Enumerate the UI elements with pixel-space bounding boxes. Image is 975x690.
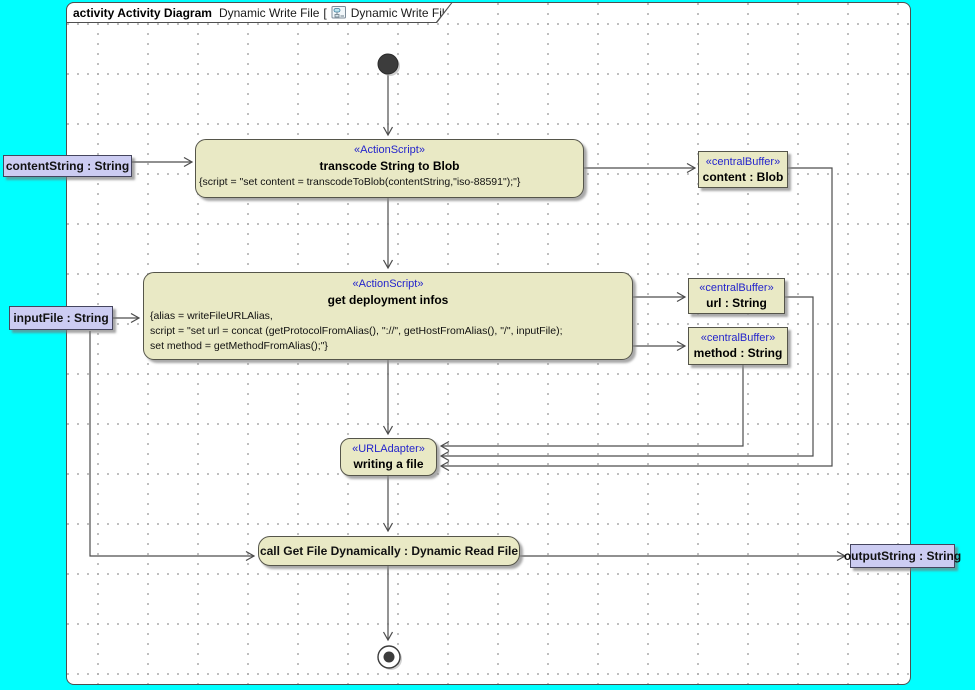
stereotype-label: «centralBuffer» [705,155,781,168]
bracket-open: [ [323,5,327,20]
parameter-label: contentString : String [5,159,130,173]
parameter-inputfile[interactable]: inputFile : String [9,306,113,330]
action-get-deployment-infos[interactable]: «ActionScript» get deployment infos {ali… [143,272,633,360]
central-buffer-content-blob[interactable]: «centralBuffer» content : Blob [698,151,788,188]
stereotype-label: «URLAdapter» [352,443,425,455]
diagram-ref-label: Dynamic Write File [350,5,452,20]
diagram-kind-label: activity Activity Diagram [73,5,212,20]
parameter-outputstring[interactable]: outputString : String [844,544,961,568]
parameter-label: outputString : String [843,549,962,563]
diagram-title-tab[interactable]: activity Activity Diagram Dynamic Write … [66,2,453,23]
stereotype-label: «centralBuffer» [699,282,774,294]
action-script-text: {script = "set content = transcodeToBlob… [199,176,521,188]
activity-diagram-icon [331,5,347,20]
action-script-line-3: set method = getMethodFromAlias();"} [150,340,328,352]
action-name: writing a file [353,457,424,471]
diagram-name-label: Dynamic Write File [218,5,320,20]
call-behavior-action-get-file-dynamically[interactable]: call Get File Dynamically : Dynamic Read… [258,536,520,566]
buffer-name: url : String [706,296,767,310]
buffer-name: content : Blob [702,169,784,184]
buffer-name: method : String [693,346,783,360]
central-buffer-url-string[interactable]: «centralBuffer» url : String [688,278,785,314]
action-script-line-1: {alias = writeFileURLAlias, [150,310,273,322]
central-buffer-method-string[interactable]: «centralBuffer» method : String [688,327,788,365]
parameter-label: inputFile : String [13,311,109,325]
action-name: transcode String to Blob [319,159,460,173]
action-name: get deployment infos [327,293,449,307]
stereotype-label: «centralBuffer» [700,332,776,344]
action-script-line-2: script = "set url = concat (getProtocolF… [150,325,563,337]
stereotype-label: «ActionScript» [352,278,424,290]
stereotype-label: «ActionScript» [354,144,425,156]
parameter-contentstring[interactable]: contentString : String [3,155,132,177]
call-action-name: call Get File Dynamically : Dynamic Read… [259,544,519,558]
action-writing-a-file[interactable]: «URLAdapter» writing a file [340,438,437,476]
action-transcode-string-to-blob[interactable]: «ActionScript» transcode String to Blob … [195,139,584,198]
